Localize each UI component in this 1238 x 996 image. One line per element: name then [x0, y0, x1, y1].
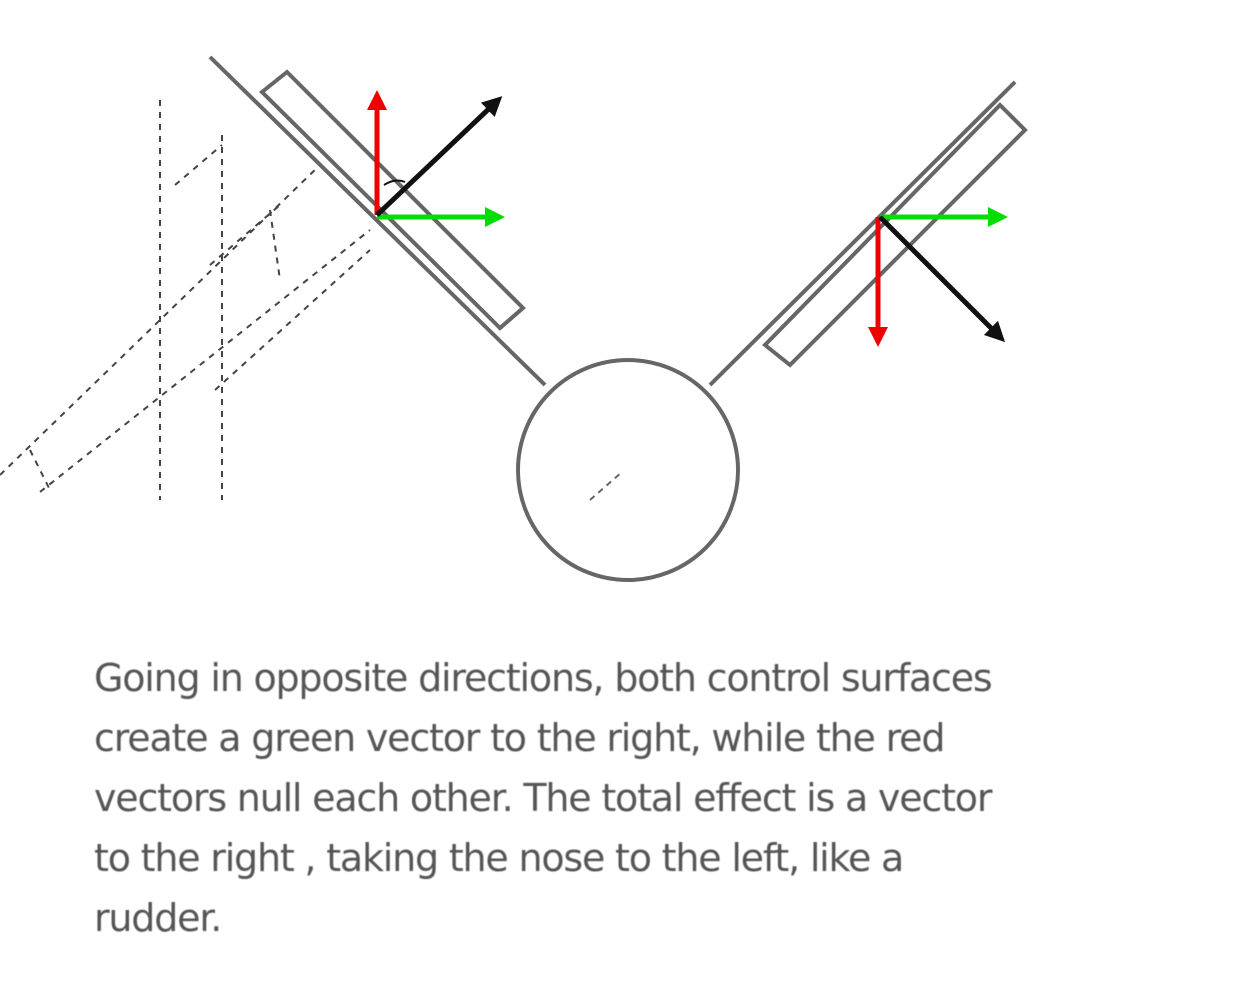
caption-line: rudder.: [94, 896, 222, 940]
right-control-surface: [762, 102, 1028, 368]
caption: Going in opposite directions, both contr…: [94, 648, 1174, 948]
caption-line: Going in opposite directions, both contr…: [94, 656, 993, 700]
right-tail-boom: [708, 80, 1017, 387]
caption-line: to the right , taking the nose to the le…: [94, 836, 904, 880]
left-tail-boom: [208, 55, 547, 387]
left-control-surface: [258, 69, 526, 331]
angle-arc: [383, 179, 406, 186]
ghost-surface-outline: [0, 100, 371, 500]
caption-line: vectors null each other. The total effec…: [94, 776, 992, 820]
caption-line: create a green vector to the right, whil…: [94, 716, 945, 760]
fuselage: [208, 55, 1028, 582]
right-vectors: [868, 207, 1008, 347]
left-vectors: [367, 90, 505, 227]
fuselage-circle: [516, 358, 740, 582]
nose-mark: [589, 471, 623, 501]
right-resultant-vector: [878, 215, 1006, 343]
left-resultant-vector: [375, 96, 503, 217]
